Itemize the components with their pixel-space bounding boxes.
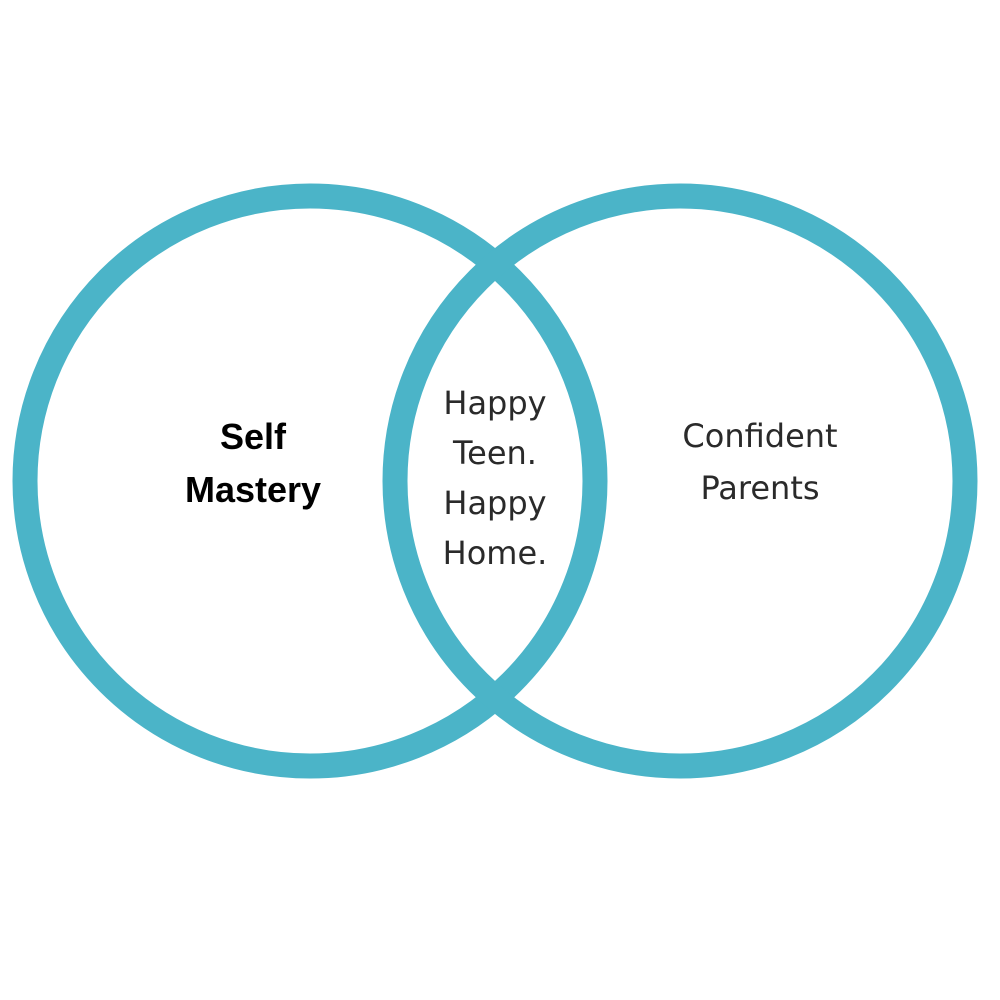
overlap-label: Happy Teen. Happy Home.: [410, 378, 580, 578]
right-circle-label: Confident Parents: [640, 410, 880, 514]
left-circle-label: Self Mastery: [153, 410, 353, 516]
right-circle: [382, 183, 978, 779]
overlap-label-line-2: Teen.: [453, 434, 537, 472]
right-label-line-2: Parents: [700, 469, 820, 507]
overlap-label-line-4: Home.: [442, 534, 548, 572]
overlap-label-line-1: Happy: [443, 384, 547, 422]
left-circle: [12, 183, 608, 779]
left-label-line-2: Mastery: [184, 469, 322, 510]
right-label-line-1: Confident: [682, 417, 838, 455]
overlap-label-line-3: Happy: [443, 484, 547, 522]
left-label-line-1: Self: [219, 416, 287, 457]
